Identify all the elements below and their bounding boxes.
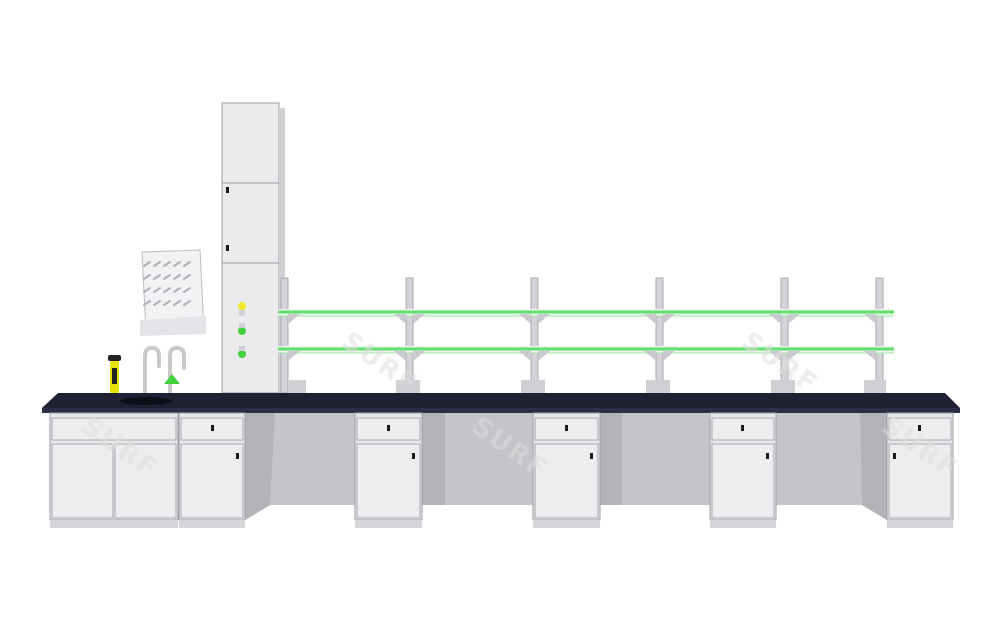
drying-rack: [140, 249, 206, 336]
upper-shelf: [278, 309, 894, 317]
gas-valve-green: [238, 323, 246, 335]
gas-valve-yellow: [238, 302, 246, 316]
drawer-handle: [387, 425, 390, 431]
door-handle: [412, 453, 415, 459]
knee-spaces: [245, 413, 887, 520]
countertop: [42, 393, 960, 413]
faucet-left: [143, 345, 161, 395]
door-handle: [590, 453, 593, 459]
tower-door-handle: [226, 187, 229, 193]
drawer-handle: [211, 425, 214, 431]
reagent-tower: [221, 102, 285, 394]
reagent-shelf-system: [278, 277, 894, 394]
shelf-upright: [875, 277, 884, 394]
base-cabinet-5: [886, 412, 954, 528]
gas-valve-green: [238, 346, 246, 358]
door-handle: [766, 453, 769, 459]
sink-base-cabinet: [49, 412, 179, 528]
base-cabinet-2: [354, 412, 423, 528]
shelf-upright: [280, 277, 289, 394]
base-cabinet-1: [178, 412, 246, 528]
door-handle: [893, 453, 896, 459]
drawer-handle: [565, 425, 568, 431]
faucet-right: [164, 345, 186, 395]
tower-door-handle: [226, 245, 229, 251]
eyewash-station: [108, 355, 121, 394]
base-cabinet-4: [709, 412, 777, 528]
drawer-handle: [918, 425, 921, 431]
base-cabinet-3: [532, 412, 601, 528]
door-handle: [236, 453, 239, 459]
drawer-handle: [741, 425, 744, 431]
shelf-upright: [530, 277, 539, 394]
sink: [120, 397, 172, 405]
shelf-upright: [655, 277, 664, 394]
